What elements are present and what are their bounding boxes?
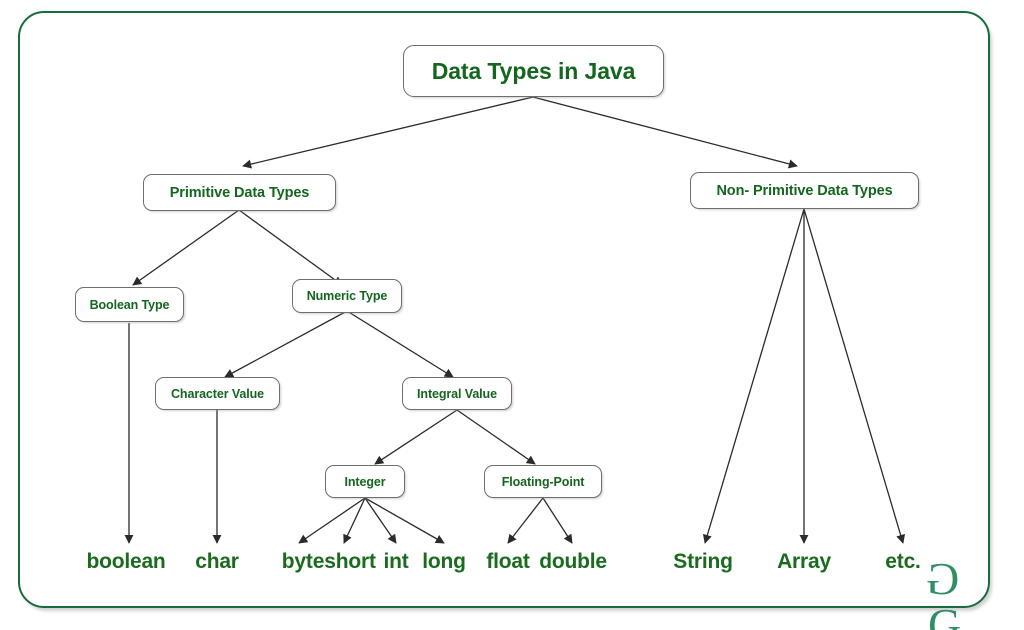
node-boolean-type[interactable]: Boolean Type <box>75 287 184 322</box>
node-label: Floating-Point <box>501 474 585 489</box>
edge-integer-to-short <box>343 497 366 544</box>
node-label: Character Value <box>171 386 264 401</box>
leaf-int: int <box>383 550 408 574</box>
node-label: Data Types in Java <box>431 57 636 84</box>
edge-integral-to-integer <box>374 409 458 465</box>
edge-numeric-to-integral-value <box>346 310 454 378</box>
leaf-boolean: boolean <box>86 550 165 574</box>
node-floating-point[interactable]: Floating-Point <box>484 465 602 498</box>
edge-numeric-to-character-value <box>224 310 348 378</box>
node-root-data-types-in-java[interactable]: Data Types in Java <box>403 45 664 97</box>
edge-integer-to-long <box>364 497 445 544</box>
edge-root-to-non-primitive <box>532 96 798 169</box>
edge-primitive-to-boolean-type <box>132 209 240 286</box>
leaf-char: char <box>195 550 239 574</box>
edge-integer-to-int <box>364 497 397 544</box>
leaf-byte: byte <box>281 550 325 574</box>
node-label: Numeric Type <box>306 289 388 303</box>
leaf-label: boolean <box>86 550 166 573</box>
logo-glyph-g: G <box>928 599 961 630</box>
geeksforgeeks-logo: GG <box>928 553 990 630</box>
leaf-label: etc. <box>885 550 921 573</box>
leaf-label: int <box>383 550 409 573</box>
leaf-label: short <box>324 550 376 573</box>
edge-primitive-to-numeric-type <box>238 209 343 286</box>
edge-root-to-primitive <box>242 96 534 169</box>
leaf-label: Array <box>777 550 831 573</box>
leaf-short: short <box>324 550 376 574</box>
leaf-string: String <box>673 550 733 574</box>
leaf-label: double <box>539 550 607 573</box>
leaf-array: Array <box>777 550 831 574</box>
leaf-etc: etc. <box>885 550 921 574</box>
node-integral-value[interactable]: Integral Value <box>402 377 512 410</box>
edge-non-primitive-to-etc <box>803 208 906 544</box>
edge-integer-to-byte <box>298 497 366 544</box>
edge-floating-point-to-float <box>507 497 544 544</box>
leaf-float: float <box>486 550 530 574</box>
node-label: Primitive Data Types <box>169 184 310 201</box>
leaf-label: float <box>486 550 530 573</box>
node-label: Boolean Type <box>89 297 170 312</box>
node-label: Non- Primitive Data Types <box>716 182 893 199</box>
node-numeric-type[interactable]: Numeric Type <box>292 279 402 313</box>
node-label: Integral Value <box>417 386 497 401</box>
logo-glyph-reversed-g: G <box>928 553 960 604</box>
leaf-label: byte <box>281 550 325 573</box>
leaf-long: long <box>422 550 466 574</box>
node-label: Integer <box>344 474 386 489</box>
edge-non-primitive-to-string <box>702 208 805 544</box>
node-character-value[interactable]: Character Value <box>155 377 280 410</box>
leaf-double: double <box>539 550 607 574</box>
node-integer[interactable]: Integer <box>325 465 405 498</box>
node-non-primitive-data-types[interactable]: Non- Primitive Data Types <box>690 172 919 209</box>
leaf-label: String <box>673 550 733 573</box>
edge-integral-to-floating-point <box>456 409 536 465</box>
node-primitive-data-types[interactable]: Primitive Data Types <box>143 174 336 211</box>
leaf-label: char <box>195 550 239 573</box>
leaf-label: long <box>422 550 466 573</box>
edge-floating-point-to-double <box>542 497 573 544</box>
